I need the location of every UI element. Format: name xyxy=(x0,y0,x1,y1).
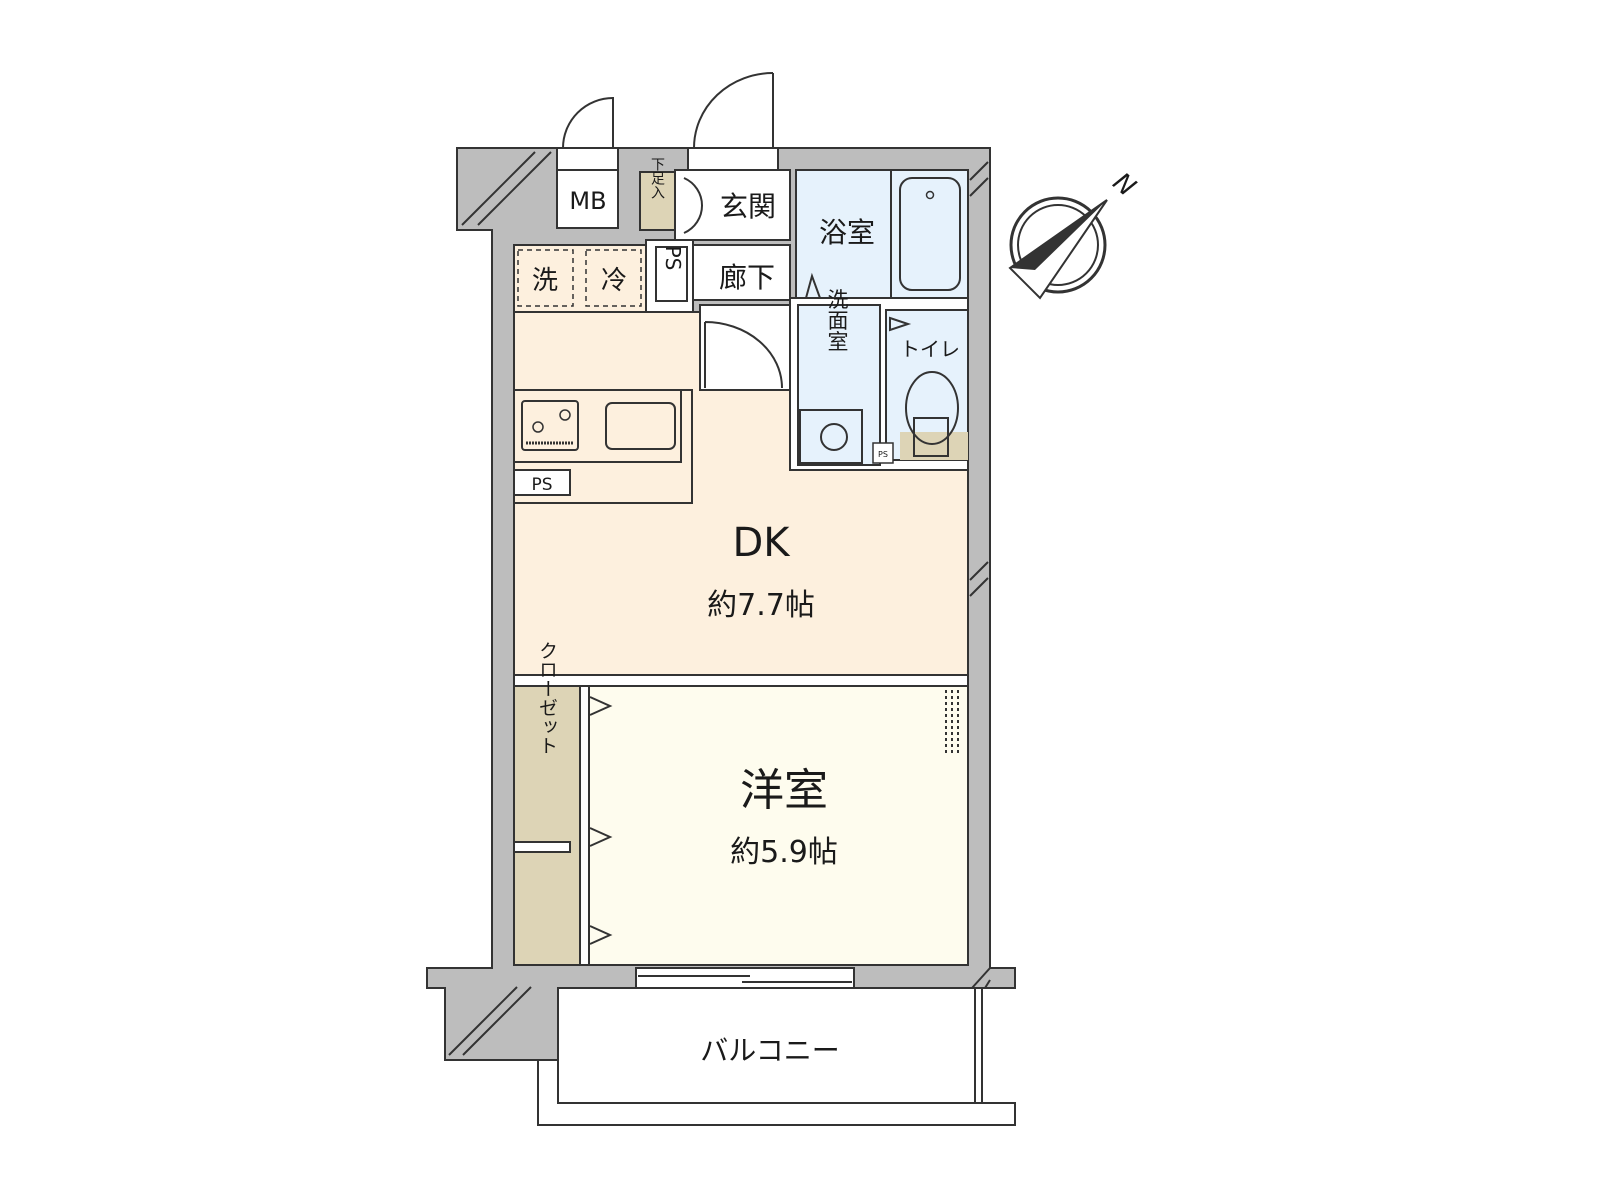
room-corridor xyxy=(692,244,791,301)
label-corridor: 廊下 xyxy=(719,261,775,294)
label-bathroom: 浴室 xyxy=(819,216,875,249)
sliding-partition[interactable] xyxy=(513,674,969,687)
ps-hall-box xyxy=(655,246,688,302)
toilet-icon xyxy=(905,371,959,445)
room-shoe-storage xyxy=(639,171,676,231)
room-entrance xyxy=(674,169,791,241)
laundry-fridge-area xyxy=(513,244,647,313)
hall-door-area xyxy=(699,304,791,391)
stove-icon xyxy=(521,400,579,451)
balcony-window[interactable] xyxy=(635,967,855,989)
room-western[interactable] xyxy=(588,685,969,966)
label-toilet: トイレ xyxy=(900,337,960,361)
bathtub xyxy=(899,177,961,291)
label-washer: 洗 xyxy=(532,266,558,296)
entrance-door xyxy=(687,72,779,171)
balcony xyxy=(557,987,976,1104)
compass-label: N xyxy=(1107,167,1141,202)
dk-door[interactable] xyxy=(704,321,783,389)
label-entrance: 玄関 xyxy=(720,190,776,223)
vanity xyxy=(799,409,863,464)
label-dk-area: 約7.7帖 xyxy=(707,588,815,623)
label-washroom: 洗面室 xyxy=(825,289,849,352)
drain-icon xyxy=(925,190,935,200)
room-closet xyxy=(513,685,581,966)
closet-door-markers xyxy=(589,696,613,945)
north-arrow-icon: N xyxy=(1008,167,1141,300)
aircon-marker xyxy=(945,690,959,755)
room-mb xyxy=(556,169,619,229)
label-dk: DK xyxy=(732,520,791,566)
label-western-area: 約5.9帖 xyxy=(730,835,838,870)
closet-doors[interactable] xyxy=(579,685,590,966)
label-mb: MB xyxy=(569,187,606,215)
label-balcony: バルコニー xyxy=(700,1034,839,1067)
ps-small-box xyxy=(872,442,894,464)
closet-shelf xyxy=(513,841,571,853)
toilet-door-marker xyxy=(889,316,912,332)
ps-kitchen-box xyxy=(513,469,571,496)
label-ps-small: PS xyxy=(878,450,888,459)
basin-icon xyxy=(820,423,848,451)
mb-door xyxy=(556,97,619,171)
bath-door-marker xyxy=(804,272,822,299)
label-ps-kitchen: PS xyxy=(531,475,552,495)
label-shoe-storage: 下足入 xyxy=(649,157,665,199)
label-fridge: 冷 xyxy=(601,266,627,296)
bathtub-area xyxy=(890,169,969,299)
washer-space xyxy=(517,249,574,307)
shoe-storage-door xyxy=(683,177,704,234)
label-western: 洋室 xyxy=(740,765,828,816)
fridge-space xyxy=(585,249,642,307)
sink-icon xyxy=(605,402,676,450)
label-closet: クローゼット xyxy=(536,641,558,755)
label-ps-hall: PS xyxy=(661,246,685,271)
